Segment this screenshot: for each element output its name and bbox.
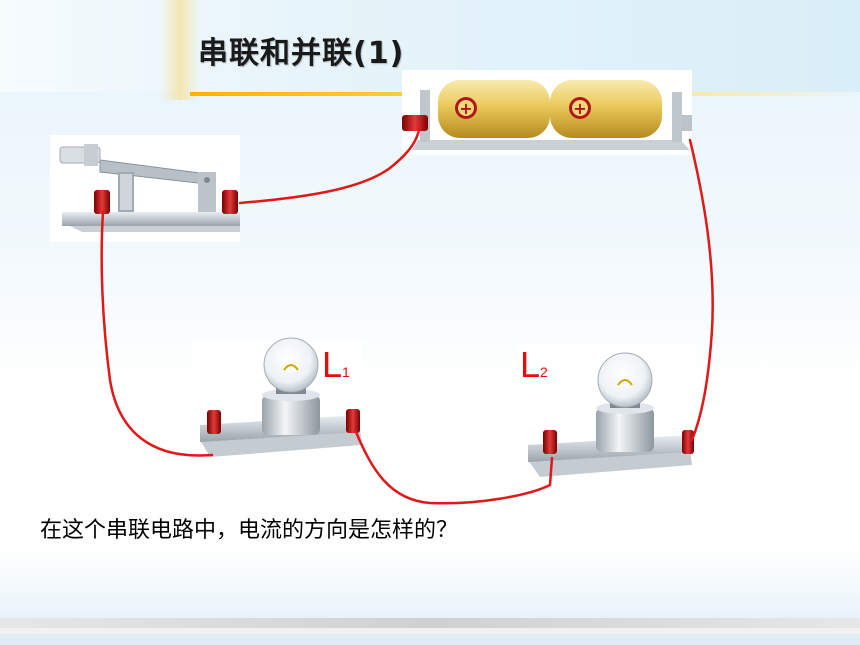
svg-text:+: + bbox=[459, 99, 472, 118]
question-text: 在这个串联电路中，电流的方向是怎样的？ bbox=[40, 518, 459, 543]
wire-switch-lamp1 bbox=[100, 210, 214, 457]
light-bulb-icon bbox=[528, 352, 694, 477]
wire-battery-lamp2 bbox=[688, 138, 714, 442]
svg-text:+: + bbox=[573, 99, 586, 118]
wire-lamp1-lamp2 bbox=[354, 430, 554, 505]
wire-switch-battery bbox=[238, 123, 422, 205]
title-accent-stripe bbox=[160, 0, 200, 100]
page-title: 串联和并联(1) bbox=[198, 36, 405, 71]
footer-stripe-light bbox=[0, 628, 860, 634]
lamp2-label: L2 bbox=[520, 344, 548, 385]
knife-switch-icon bbox=[59, 144, 240, 232]
wires bbox=[100, 123, 714, 505]
lamp1-label: L1 bbox=[322, 344, 350, 385]
battery-pack-icon: + + bbox=[402, 80, 692, 150]
footer-stripe bbox=[0, 618, 860, 628]
light-bulb-icon bbox=[200, 337, 362, 457]
